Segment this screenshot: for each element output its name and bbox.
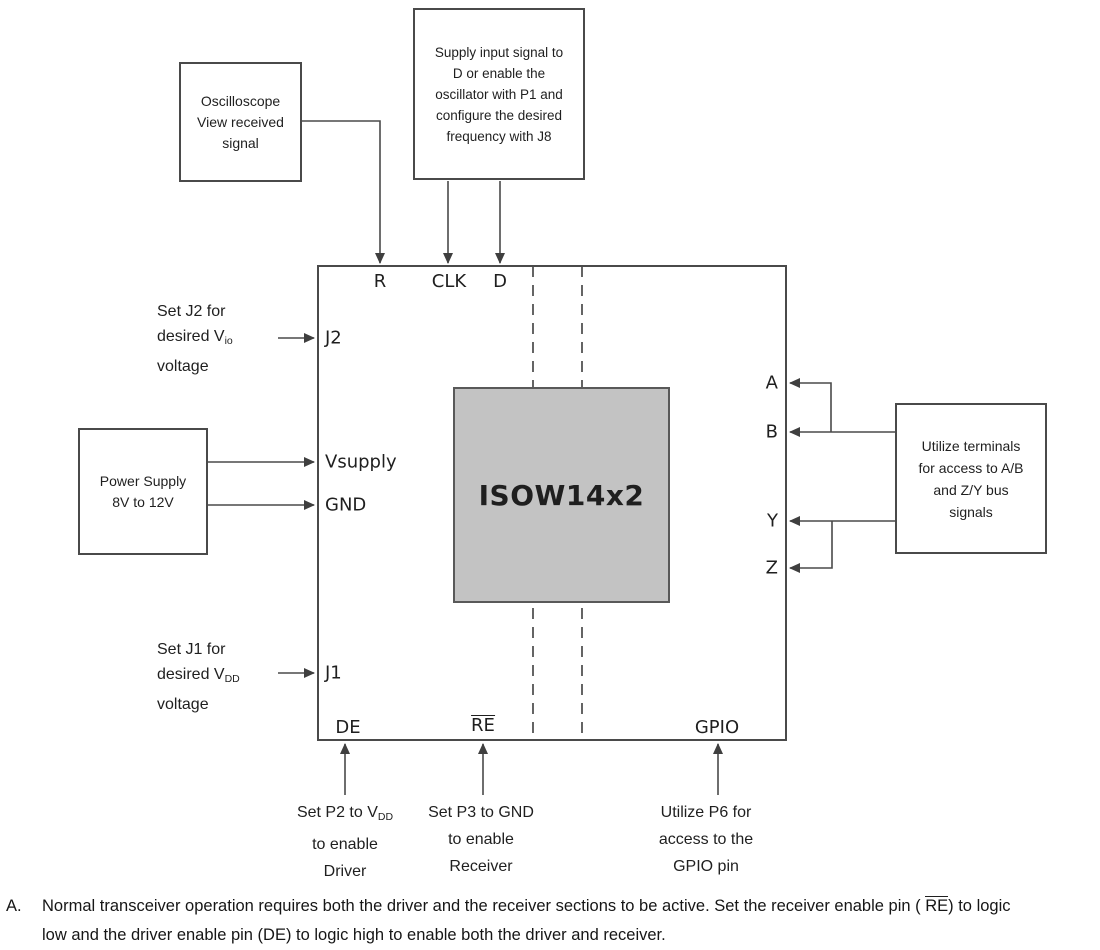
p3-line3: Receiver — [449, 858, 513, 875]
annotation-set-p2: Set P2 to VDD to enable Driver — [297, 799, 393, 885]
p6-line1: Utilize P6 for — [660, 804, 752, 821]
pin-label-b: B — [765, 421, 778, 443]
set-j2-line1: Set J2 for — [157, 303, 226, 320]
re-overline: RE — [471, 715, 495, 736]
p3-line2: to enable — [448, 831, 514, 848]
wire-bus-to-z — [789, 521, 833, 573]
footnote-text: Normal transceiver operation requires bo… — [42, 892, 1094, 950]
isow14x2-chip: ISOW14x2 — [453, 387, 670, 603]
pin-label-j2: J2 — [325, 327, 342, 349]
p2-line3: Driver — [323, 863, 367, 880]
pin-label-gnd: GND — [325, 494, 367, 516]
footnote-line1-end: ) to logic — [948, 897, 1011, 915]
pin-label-gpio: GPIO — [694, 717, 740, 738]
wire-osc-to-r — [302, 120, 385, 264]
set-j1-line1: Set J1 for — [157, 641, 226, 658]
annotation-set-j1: Set J1 for desired VDD voltage — [157, 637, 240, 717]
pin-label-d: D — [493, 271, 507, 292]
p2-line1: Set P2 to V — [296, 804, 378, 821]
set-j2-sub: io — [224, 335, 233, 347]
set-j2-line2: desired V — [157, 328, 225, 345]
transceiver-board-outline — [317, 265, 787, 741]
pin-label-vsupply: Vsupply — [325, 451, 397, 473]
utilize-terminals-box: Utilize terminals for access to A/B and … — [895, 403, 1047, 554]
annotation-set-j2: Set J2 for desired Vio voltage — [157, 299, 233, 379]
annotation-set-p3: Set P3 to GND to enable Receiver — [428, 799, 534, 880]
pin-label-z: Z — [765, 557, 778, 579]
pin-label-clk: CLK — [431, 271, 467, 292]
wire-bus-to-a — [789, 378, 832, 432]
pin-label-re: RE — [471, 715, 495, 736]
supply-input-box: Supply input signal to D or enable the o… — [413, 8, 585, 180]
pin-label-r: R — [373, 271, 387, 292]
p6-line3: GPIO pin — [673, 858, 739, 875]
footnote-line2: low and the driver enable pin (DE) to lo… — [42, 926, 666, 944]
pin-label-a: A — [765, 372, 778, 394]
p2-line2: to enable — [312, 836, 378, 853]
pin-label-j1: J1 — [325, 662, 342, 684]
pin-label-de: DE — [335, 717, 361, 738]
signal-wires — [208, 120, 895, 795]
set-j2-line3: voltage — [157, 358, 209, 375]
footnote-line1: Normal transceiver operation requires bo… — [42, 897, 926, 915]
power-supply-box: Power Supply 8V to 12V — [78, 428, 208, 555]
annotation-utilize-p6: Utilize P6 for access to the GPIO pin — [659, 799, 753, 880]
p3-line1: Set P3 to GND — [428, 804, 534, 821]
p6-line2: access to the — [658, 831, 754, 848]
set-j1-line2: desired V — [157, 666, 225, 683]
pin-label-y: Y — [767, 510, 778, 532]
oscilloscope-box: Oscilloscope View received signal — [179, 62, 302, 182]
footnote-re-overline: RE — [925, 896, 949, 915]
p2-sub: DD — [377, 811, 394, 823]
set-j1-line3: voltage — [157, 696, 209, 713]
footnote-label: A. — [6, 897, 22, 915]
set-j1-sub: DD — [224, 673, 240, 685]
